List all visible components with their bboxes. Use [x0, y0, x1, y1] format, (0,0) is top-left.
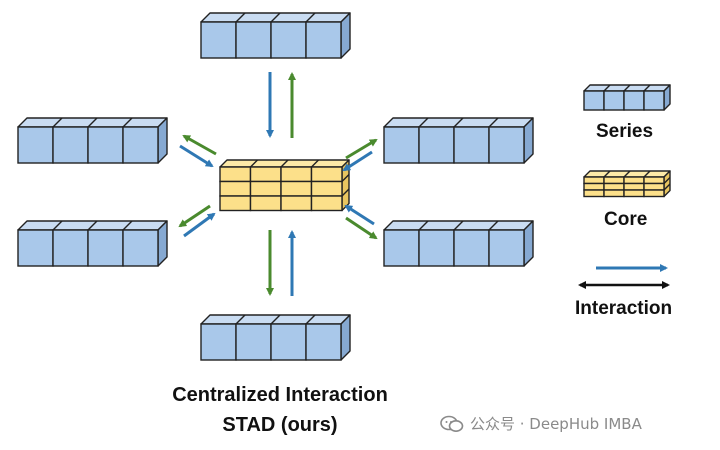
core-grid-cell [280, 195, 313, 212]
legend-core-icon-cell [583, 189, 605, 198]
series-block-upper-left [17, 117, 168, 164]
arrow-upper-right-to-core [342, 150, 373, 172]
series-block-upper-left-cell [52, 126, 89, 164]
series-block-upper-right-cell [383, 126, 420, 164]
series-block-upper-left-cell [87, 126, 124, 164]
legend-core-label: Core [604, 209, 648, 230]
series-block-bottom-cell [200, 323, 237, 361]
legend-core-icon-cell [583, 176, 605, 185]
arrow-lower-left-to-core [183, 212, 216, 238]
legend-core-icon-cell [603, 189, 625, 198]
interaction-arrows [178, 72, 378, 296]
core-grid-cell [219, 180, 252, 197]
core-grid-cell [249, 166, 282, 183]
legend-series-icon [583, 84, 671, 111]
series-block-bottom-cell [235, 323, 272, 361]
series-block-bottom [200, 314, 351, 361]
series-block-lower-right-cell [488, 229, 525, 267]
watermark: 公众号 · DeepHub IMBA [440, 413, 642, 434]
arrow-core-to-upper-right [345, 138, 378, 160]
series-block-lower-right [383, 220, 534, 267]
core-grid [219, 159, 350, 212]
watermark-text: 公众号 · DeepHub IMBA [470, 415, 642, 433]
core-grid-cell [249, 195, 282, 212]
arrow-upper-left-to-core [179, 144, 214, 168]
arrow-core-to-upper-left [182, 134, 217, 156]
series-block-lower-right-cell [418, 229, 455, 267]
series-block-lower-left-cell [87, 229, 124, 267]
series-block-top [200, 12, 351, 59]
series-block-upper-right-cell [488, 126, 525, 164]
legend-core-icon-cell [583, 182, 605, 191]
core-grid-cell [280, 166, 313, 183]
series-block-upper-left-cell [17, 126, 54, 164]
legend-core-icon-cell [603, 176, 625, 185]
legend-core-icon-cell [643, 182, 665, 191]
legend-core-icon-cell [643, 176, 665, 185]
series-block-upper-left-cell [122, 126, 159, 164]
series-block-bottom-cell [305, 323, 342, 361]
core-grid-cell [310, 195, 343, 212]
series-block-bottom-cell [270, 323, 307, 361]
arrow-core-to-lower-left [178, 204, 211, 228]
series-block-upper-right-cell [418, 126, 455, 164]
series-block-top-cell [270, 21, 307, 59]
series-block-lower-left [17, 220, 168, 267]
arrow-core-to-lower-right [345, 216, 378, 240]
legend-series-icon-cell [643, 90, 665, 111]
series-block-top-cell [235, 21, 272, 59]
legend-core-icon-cell [643, 189, 665, 198]
legend [578, 84, 671, 289]
legend-core-icon-cell [623, 189, 645, 198]
series-blocks [17, 12, 534, 361]
series-block-lower-right-cell [383, 229, 420, 267]
series-block-lower-left-cell [52, 229, 89, 267]
wechat-icon [440, 415, 464, 432]
core-grid-cell [219, 166, 252, 183]
arrow-lower-right-to-core [344, 204, 375, 226]
series-block-top-cell [305, 21, 342, 59]
series-block-top-cell [200, 21, 237, 59]
legend-series-icon-cell [603, 90, 625, 111]
legend-core-icon-cell [623, 182, 645, 191]
series-block-upper-right-cell [453, 126, 490, 164]
legend-series-icon-cell [623, 90, 645, 111]
legend-core-icon [583, 170, 671, 198]
legend-series-icon-cell [583, 90, 605, 111]
legend-series-label: Series [596, 121, 654, 142]
core-grid-cell [280, 180, 313, 197]
caption-subtitle: STAD (ours) [222, 414, 338, 436]
series-block-lower-left-cell [17, 229, 54, 267]
series-block-upper-right [383, 117, 534, 164]
legend-interaction-label: Interaction [575, 298, 673, 319]
core-grid-cell [219, 195, 252, 212]
legend-core-icon-cell [623, 176, 645, 185]
core-grid-cell [310, 180, 343, 197]
core-grid-cell [310, 166, 343, 183]
series-block-lower-right-cell [453, 229, 490, 267]
core-block [219, 159, 350, 212]
series-block-lower-left-cell [122, 229, 159, 267]
caption-title: Centralized Interaction [172, 384, 388, 406]
core-grid-cell [249, 180, 282, 197]
legend-core-icon-cell [603, 182, 625, 191]
